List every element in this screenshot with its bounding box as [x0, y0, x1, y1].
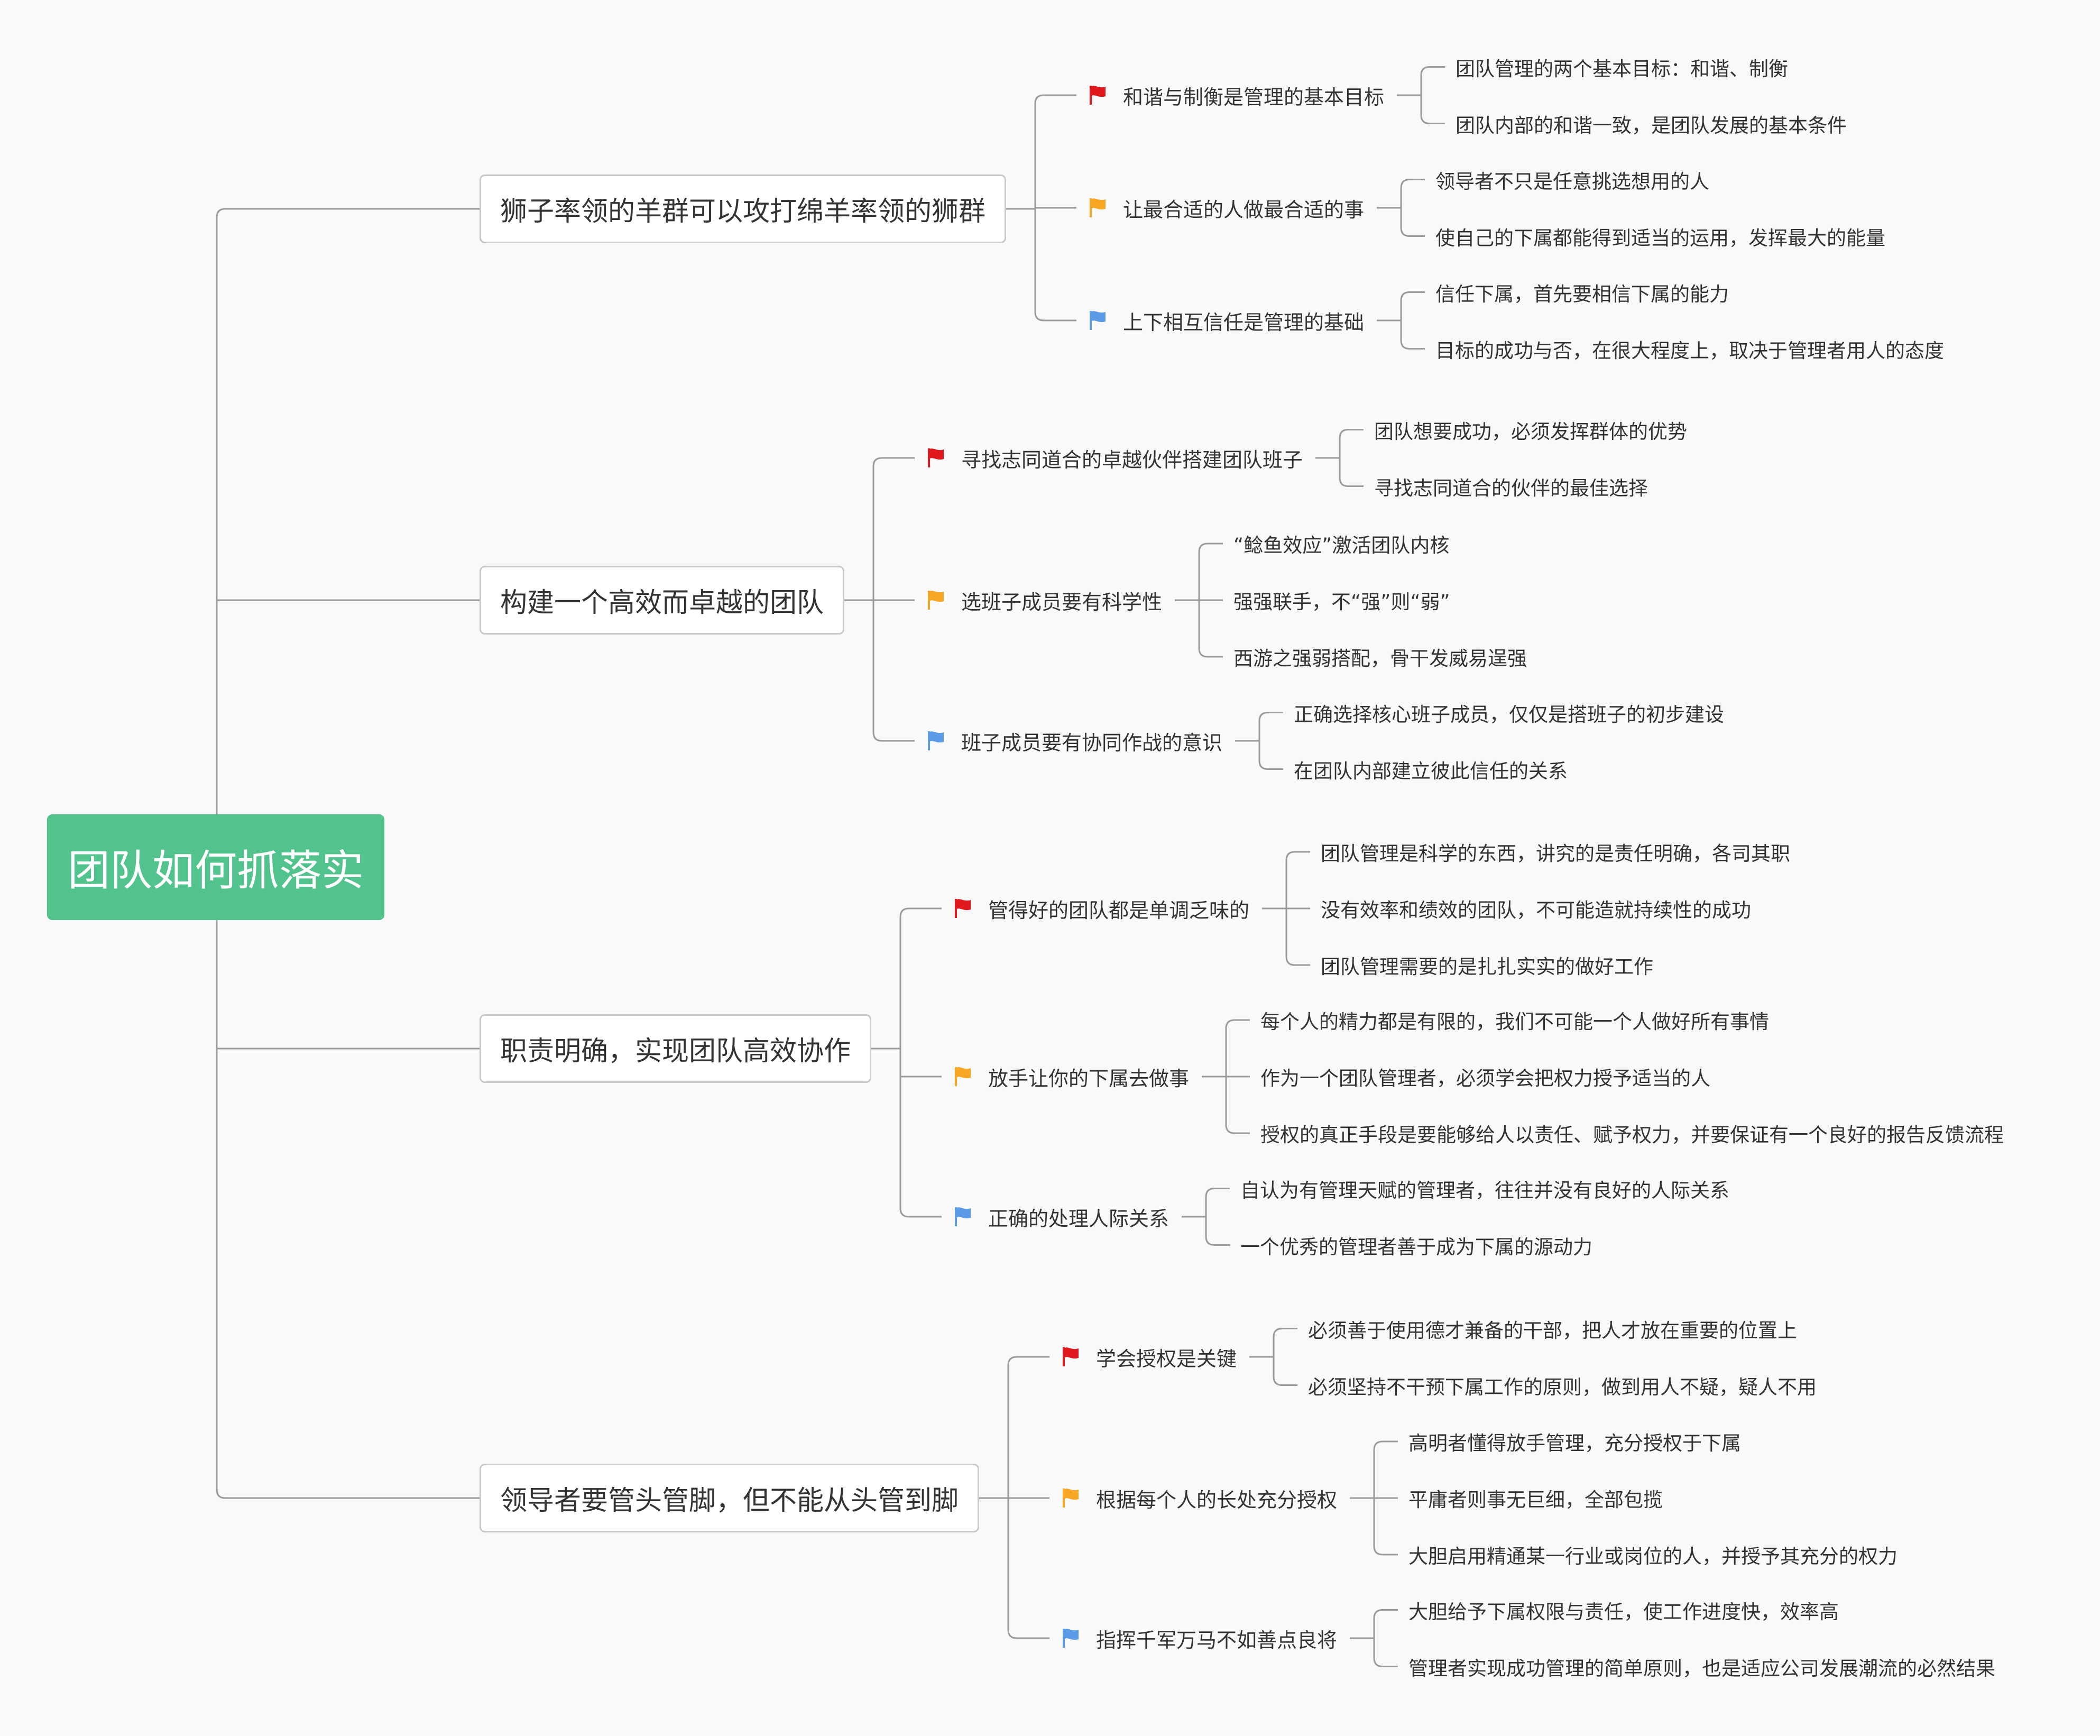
red-flag-icon	[1090, 86, 1106, 105]
branch-1-connector-bar	[1034, 94, 1044, 322]
orange-flag-icon	[928, 591, 944, 610]
subtopic-label: 正确的处理人际关系	[988, 1207, 1169, 1230]
leaf-topic-3-1-1[interactable]: 团队管理是科学的东西，讲究的是责任明确，各司其职	[1321, 842, 1791, 865]
branch-4-connector-bar	[1007, 1356, 1017, 1639]
leaf-topic-2-1-2[interactable]: 寻找志同道合的伙伴的最佳选择	[1374, 476, 1648, 500]
leaf-topic-1-2-1[interactable]: 领导者不只是任意挑选想用的人	[1435, 170, 1710, 193]
leaf-topic-1-1-1[interactable]: 团队管理的两个基本目标：和谐、制衡	[1456, 57, 1789, 80]
subtopic-label: 学会授权是关键	[1096, 1347, 1237, 1371]
branch-topic-1[interactable]: 狮子率领的羊群可以攻打绵羊率领的狮群	[480, 174, 1007, 243]
root-link-3	[216, 920, 480, 1499]
leaf-topic-3-3-1[interactable]: 自认为有管理天赋的管理者，往往并没有良好的人际关系	[1240, 1179, 1730, 1202]
red-flag-icon	[1063, 1347, 1079, 1366]
leaf-topic-4-2-1[interactable]: 高明者懂得放手管理，充分授权于下属	[1408, 1432, 1742, 1455]
leaf-topic-4-3-1[interactable]: 大胆给予下属权限与责任，使工作进度快，效率高	[1408, 1600, 1839, 1623]
subtopic-label: 上下相互信任是管理的基础	[1123, 310, 1365, 334]
subtopic-4-1-connector-bar	[1273, 1328, 1283, 1386]
leaf-topic-2-3-1[interactable]: 正确选择核心班子成员，仅仅是搭班子的初步建设	[1294, 703, 1725, 726]
leaf-topic-2-2-3[interactable]: 西游之强弱搭配，骨干发威易逞强	[1233, 647, 1527, 670]
orange-flag-icon	[1063, 1489, 1079, 1508]
leaf-topic-1-3-1[interactable]: 信任下属，首先要相信下属的能力	[1435, 282, 1729, 306]
root-topic[interactable]: 团队如何抓落实	[47, 814, 384, 920]
subtopic-3-3[interactable]: 正确的处理人际关系	[953, 1198, 1169, 1235]
subtopic-1-2-connector-bar	[1400, 179, 1410, 237]
leaf-topic-3-1-2[interactable]: 没有效率和绩效的团队，不可能造就持续性的成功	[1321, 899, 1752, 922]
leaf-topic-3-2-1[interactable]: 每个人的精力都是有限的，我们不可能一个人做好所有事情	[1260, 1011, 1770, 1033]
subtopic-label: 放手让你的下属去做事	[988, 1067, 1190, 1090]
branch-topic-3[interactable]: 职责明确，实现团队高效协作	[480, 1014, 872, 1083]
subtopic-2-1[interactable]: 寻找志同道合的卓越伙伴搭建团队班子	[926, 439, 1303, 476]
subtopic-label: 班子成员要有协同作战的意识	[961, 731, 1223, 755]
leaf-topic-3-1-3[interactable]: 团队管理需要的是扎扎实实的做好工作	[1321, 956, 1654, 978]
leaf-topic-4-2-2[interactable]: 平庸者则事无巨细，全部包揽	[1408, 1489, 1663, 1511]
orange-flag-icon	[1090, 198, 1106, 217]
branch-topic-4[interactable]: 领导者要管头管脚，但不能从头管到脚	[480, 1464, 980, 1532]
blue-flag-icon	[1063, 1629, 1079, 1648]
subtopic-4-2[interactable]: 根据每个人的长处充分授权	[1061, 1480, 1337, 1517]
subtopic-3-2[interactable]: 放手让你的下属去做事	[953, 1058, 1189, 1095]
subtopic-4-3[interactable]: 指挥千军万马不如善点良将	[1061, 1620, 1337, 1657]
subtopic-label: 寻找志同道合的卓越伙伴搭建团队班子	[961, 448, 1303, 472]
leaf-topic-3-3-2[interactable]: 一个优秀的管理者善于成为下属的源动力	[1240, 1235, 1593, 1259]
subtopic-2-2-connector-bar	[1198, 543, 1208, 658]
subtopic-label: 让最合适的人做最合适的事	[1123, 198, 1365, 222]
leaf-topic-4-2-3[interactable]: 大胆启用精通某一行业或岗位的人，并授予其充分的权力	[1408, 1545, 1898, 1568]
blue-flag-icon	[955, 1207, 971, 1226]
subtopic-2-3[interactable]: 班子成员要有协同作战的意识	[926, 722, 1222, 759]
leaf-topic-3-2-3[interactable]: 授权的真正手段是要能够给人以责任、赋予权力，并要保证有一个良好的报告反馈流程	[1260, 1124, 2004, 1146]
leaf-topic-2-3-2[interactable]: 在团队内部建立彼此信任的关系	[1294, 759, 1568, 783]
subtopic-3-2-connector-bar	[1225, 1019, 1235, 1134]
subtopic-label: 和谐与制衡是管理的基本目标	[1123, 85, 1385, 109]
subtopic-4-2-connector-bar	[1373, 1440, 1383, 1556]
leaf-topic-1-3-2[interactable]: 目标的成功与否，在很大程度上，取决于管理者用人的态度	[1435, 339, 1945, 362]
subtopic-1-1-connector-bar	[1420, 66, 1430, 124]
leaf-topic-4-1-1[interactable]: 必须善于使用德才兼备的干部，把人才放在重要的位置上	[1308, 1319, 1798, 1342]
subtopic-3-3-connector-bar	[1205, 1188, 1215, 1246]
leaf-topic-1-1-2[interactable]: 团队内部的和谐一致，是团队发展的基本条件	[1456, 114, 1847, 137]
subtopic-3-1-connector-bar	[1285, 851, 1295, 966]
blue-flag-icon	[1090, 311, 1106, 330]
root-link-0	[216, 208, 480, 814]
subtopic-2-1-connector-bar	[1339, 429, 1349, 487]
subtopic-2-2[interactable]: 选班子成员要有科学性	[926, 582, 1162, 619]
subtopic-label: 指挥千军万马不如善点良将	[1096, 1628, 1338, 1652]
branch-topic-2[interactable]: 构建一个高效而卓越的团队	[480, 566, 845, 635]
branch-2-connector-bar	[872, 457, 882, 742]
leaf-topic-2-2-1[interactable]: “鲶鱼效应”激活团队内核	[1233, 534, 1450, 557]
leaf-topic-4-1-2[interactable]: 必须坚持不干预下属工作的原则，做到用人不疑，疑人不用	[1308, 1375, 1817, 1399]
subtopic-1-1[interactable]: 和谐与制衡是管理的基本目标	[1088, 77, 1384, 114]
subtopic-4-3-connector-bar	[1373, 1609, 1383, 1667]
subtopic-2-3-connector-bar	[1258, 712, 1268, 770]
subtopic-1-2[interactable]: 让最合适的人做最合适的事	[1088, 189, 1364, 226]
leaf-topic-3-2-2[interactable]: 作为一个团队管理者，必须学会把权力授予适当的人	[1260, 1067, 1711, 1090]
branch-3-connector-bar	[899, 907, 909, 1218]
leaf-topic-4-3-2[interactable]: 管理者实现成功管理的简单原则，也是适应公司发展潮流的必然结果	[1408, 1657, 1996, 1680]
leaf-topic-2-1-1[interactable]: 团队想要成功，必须发挥群体的优势	[1374, 420, 1688, 443]
subtopic-1-3[interactable]: 上下相互信任是管理的基础	[1088, 302, 1364, 339]
red-flag-icon	[955, 899, 971, 918]
subtopic-label: 管得好的团队都是单调乏味的	[988, 898, 1250, 922]
leaf-topic-1-2-2[interactable]: 使自己的下属都能得到适当的运用，发挥最大的能量	[1435, 226, 1886, 250]
subtopic-label: 选班子成员要有科学性	[961, 590, 1163, 614]
orange-flag-icon	[955, 1067, 971, 1086]
subtopic-label: 根据每个人的长处充分授权	[1096, 1488, 1338, 1512]
subtopic-4-1[interactable]: 学会授权是关键	[1061, 1338, 1237, 1375]
red-flag-icon	[928, 448, 944, 467]
leaf-topic-2-2-2[interactable]: 强强联手，不“强”则“弱”	[1233, 591, 1450, 613]
blue-flag-icon	[928, 731, 944, 750]
subtopic-1-3-connector-bar	[1400, 291, 1410, 350]
subtopic-3-1[interactable]: 管得好的团队都是单调乏味的	[953, 890, 1249, 927]
